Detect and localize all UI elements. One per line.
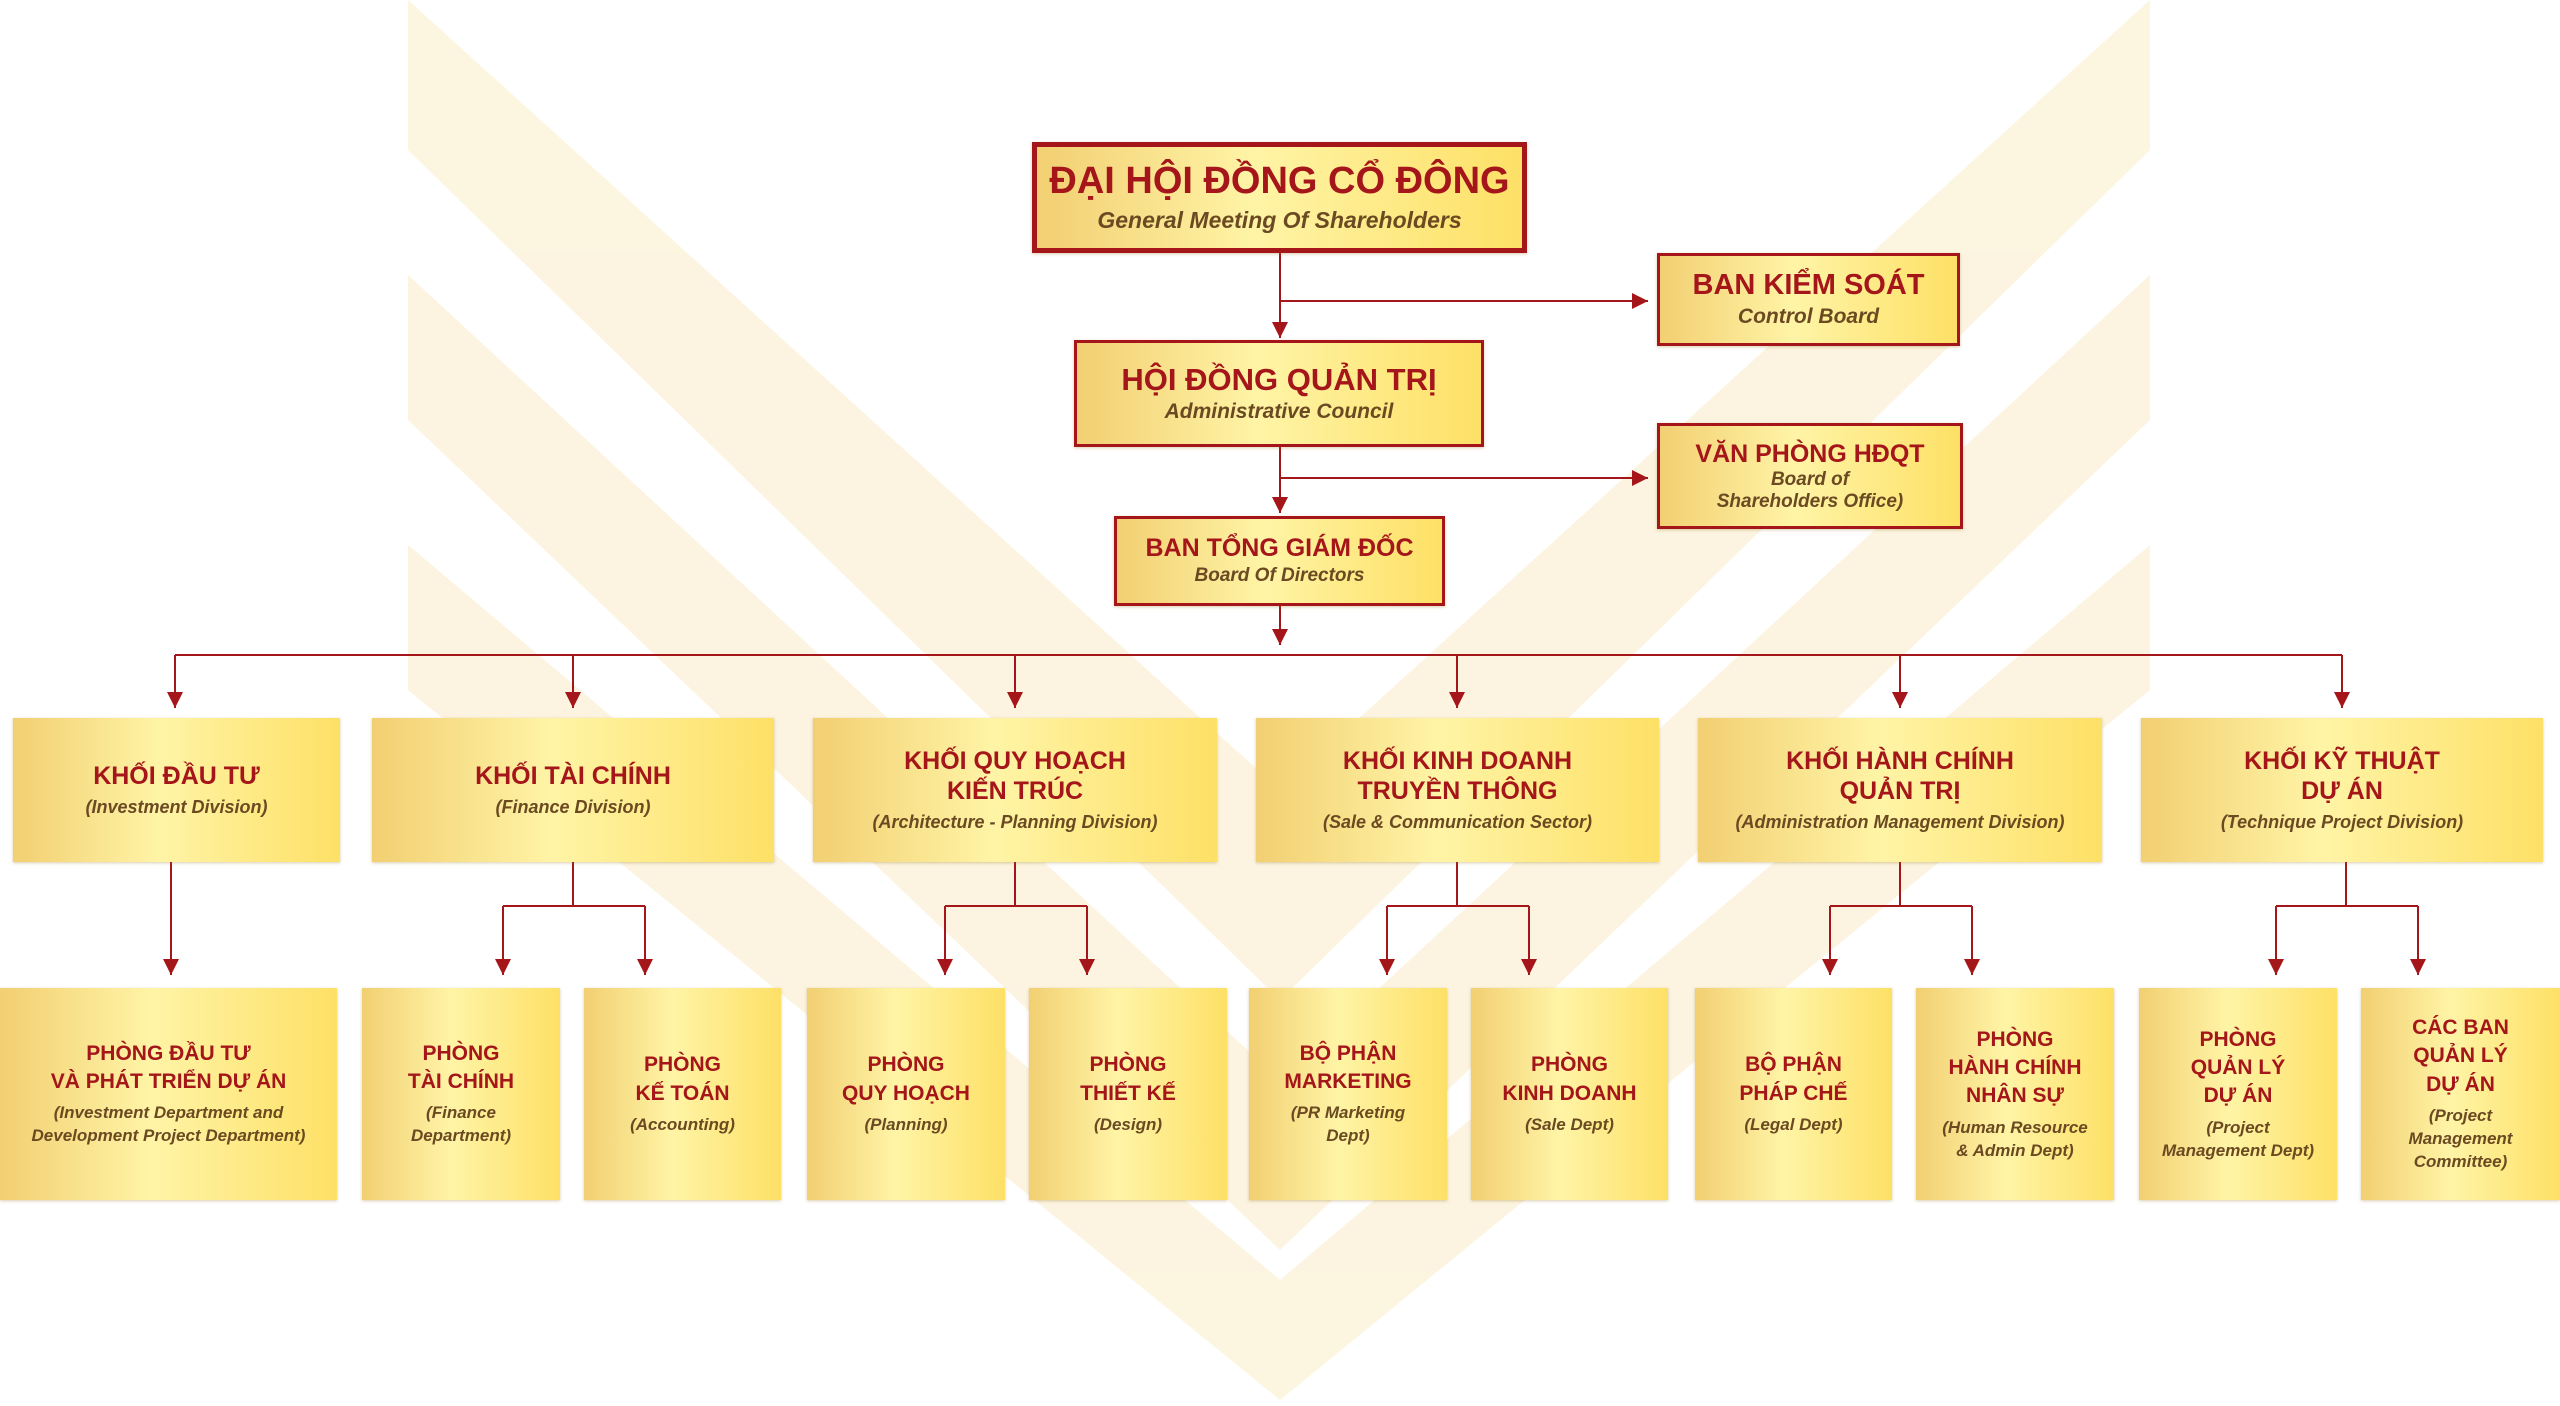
dept-title: PHÒNG KẾ TOÁN [635, 1053, 730, 1105]
division-subtitle: (Technique Project Division) [2220, 811, 2464, 832]
box-title: BAN TỔNG GIÁM ĐỐC [1145, 534, 1414, 563]
dept-subtitle: (Finance Department) [410, 1103, 512, 1146]
dept-project-committee: CÁC BAN QUẢN LÝ DỰ ÁN (Project Managemen… [2361, 988, 2560, 1200]
dept-finance: PHÒNG TÀI CHÍNH (Finance Department) [362, 988, 560, 1200]
dept-subtitle: (Design) [1094, 1114, 1162, 1134]
dept-investment-development: PHÒNG ĐẦU TƯ VÀ PHÁT TRIỂN DỰ ÁN (Invest… [0, 988, 337, 1200]
division-administration: KHỐI HÀNH CHÍNH QUẢN TRỊ (Administration… [1698, 718, 2102, 862]
dept-title: BỘ PHẬN MARKETING [1284, 1041, 1412, 1094]
division-finance: KHỐI TÀI CHÍNH (Finance Division) [372, 718, 774, 862]
box-title: VĂN PHÒNG HĐQT [1695, 440, 1925, 469]
division-subtitle: (Finance Division) [495, 796, 651, 817]
division-title: KHỐI TÀI CHÍNH [475, 761, 671, 790]
division-subtitle: (Architecture - Planning Division) [872, 811, 1158, 832]
box-title: BAN KIỂM SOÁT [1692, 268, 1925, 301]
dept-subtitle: (Sale Dept) [1525, 1114, 1614, 1134]
division-architecture: KHỐI QUY HOẠCH KIẾN TRÚC (Architecture -… [813, 718, 1217, 862]
box-shareholders: ĐẠI HỘI ĐỒNG CỔ ĐÔNG General Meeting Of … [1032, 142, 1527, 253]
dept-title: PHÒNG KINH DOANH [1502, 1053, 1637, 1105]
dept-subtitle: (Planning) [864, 1114, 948, 1134]
dept-accounting: PHÒNG KẾ TOÁN (Accounting) [584, 988, 781, 1200]
box-directors: BAN TỔNG GIÁM ĐỐC Board Of Directors [1114, 516, 1445, 606]
division-title: KHỐI HÀNH CHÍNH QUẢN TRỊ [1786, 746, 2014, 805]
dept-title: PHÒNG HÀNH CHÍNH NHÂN SỰ [1948, 1027, 2082, 1108]
dept-subtitle: (PR Marketing Dept) [1290, 1103, 1406, 1146]
dept-title: PHÒNG THIẾT KẾ [1080, 1053, 1176, 1105]
division-title: KHỐI KINH DOANH TRUYỀN THÔNG [1342, 746, 1573, 805]
dept-title: CÁC BAN QUẢN LÝ DỰ ÁN [2412, 1016, 2509, 1096]
box-office: VĂN PHÒNG HĐQT Board of Shareholders Off… [1657, 423, 1963, 529]
box-subtitle: Administrative Council [1164, 399, 1394, 423]
dept-subtitle: (Project Management Committee) [2408, 1106, 2513, 1171]
division-subtitle: (Administration Management Division) [1735, 811, 2065, 832]
box-title: ĐẠI HỘI ĐỒNG CỔ ĐÔNG [1049, 160, 1510, 203]
division-title: KHỐI QUY HOẠCH KIẾN TRÚC [904, 746, 1126, 805]
dept-design: PHÒNG THIẾT KẾ (Design) [1029, 988, 1227, 1200]
dept-project-management: PHÒNG QUẢN LÝ DỰ ÁN (Project Management … [2139, 988, 2337, 1200]
box-subtitle: Board Of Directors [1194, 565, 1365, 587]
dept-legal: BỘ PHẬN PHÁP CHẾ (Legal Dept) [1695, 988, 1892, 1200]
dept-sales: PHÒNG KINH DOANH (Sale Dept) [1471, 988, 1668, 1200]
dept-marketing: BỘ PHẬN MARKETING (PR Marketing Dept) [1249, 988, 1447, 1200]
division-subtitle: (Sale & Communication Sector) [1322, 811, 1593, 832]
dept-title: PHÒNG ĐẦU TƯ VÀ PHÁT TRIỂN DỰ ÁN [50, 1041, 287, 1094]
dept-subtitle: (Investment Department and Development P… [31, 1103, 306, 1146]
dept-subtitle: (Accounting) [630, 1114, 735, 1134]
dept-title: PHÒNG QUY HOẠCH [842, 1053, 970, 1105]
dept-title: PHÒNG TÀI CHÍNH [407, 1041, 515, 1094]
box-title: HỘI ĐỒNG QUẢN TRỊ [1121, 361, 1437, 397]
dept-subtitle: (Legal Dept) [1744, 1114, 1843, 1134]
division-subtitle: (Investment Division) [85, 796, 268, 817]
box-control-board: BAN KIỂM SOÁT Control Board [1657, 253, 1960, 346]
dept-planning: PHÒNG QUY HOẠCH (Planning) [807, 988, 1005, 1200]
box-subtitle: Board of Shareholders Office) [1716, 469, 1904, 512]
box-council: HỘI ĐỒNG QUẢN TRỊ Administrative Council [1074, 340, 1484, 447]
box-subtitle: General Meeting Of Shareholders [1097, 206, 1462, 233]
dept-title: BỘ PHẬN PHÁP CHẾ [1739, 1053, 1848, 1105]
division-technique: KHỐI KỸ THUẬT DỰ ÁN (Technique Project D… [2141, 718, 2543, 862]
division-title: KHỐI ĐẦU TƯ [93, 761, 260, 790]
dept-title: PHÒNG QUẢN LÝ DỰ ÁN [2190, 1027, 2286, 1108]
box-subtitle: Control Board [1737, 304, 1880, 328]
division-investment: KHỐI ĐẦU TƯ (Investment Division) [13, 718, 340, 862]
dept-hr-admin: PHÒNG HÀNH CHÍNH NHÂN SỰ (Human Resource… [1916, 988, 2114, 1200]
division-sales: KHỐI KINH DOANH TRUYỀN THÔNG (Sale & Com… [1256, 718, 1659, 862]
dept-subtitle: (Human Resource & Admin Dept) [1942, 1117, 2088, 1160]
dept-subtitle: (Project Management Dept) [2161, 1117, 2315, 1160]
division-title: KHỐI KỸ THUẬT DỰ ÁN [2244, 746, 2440, 805]
